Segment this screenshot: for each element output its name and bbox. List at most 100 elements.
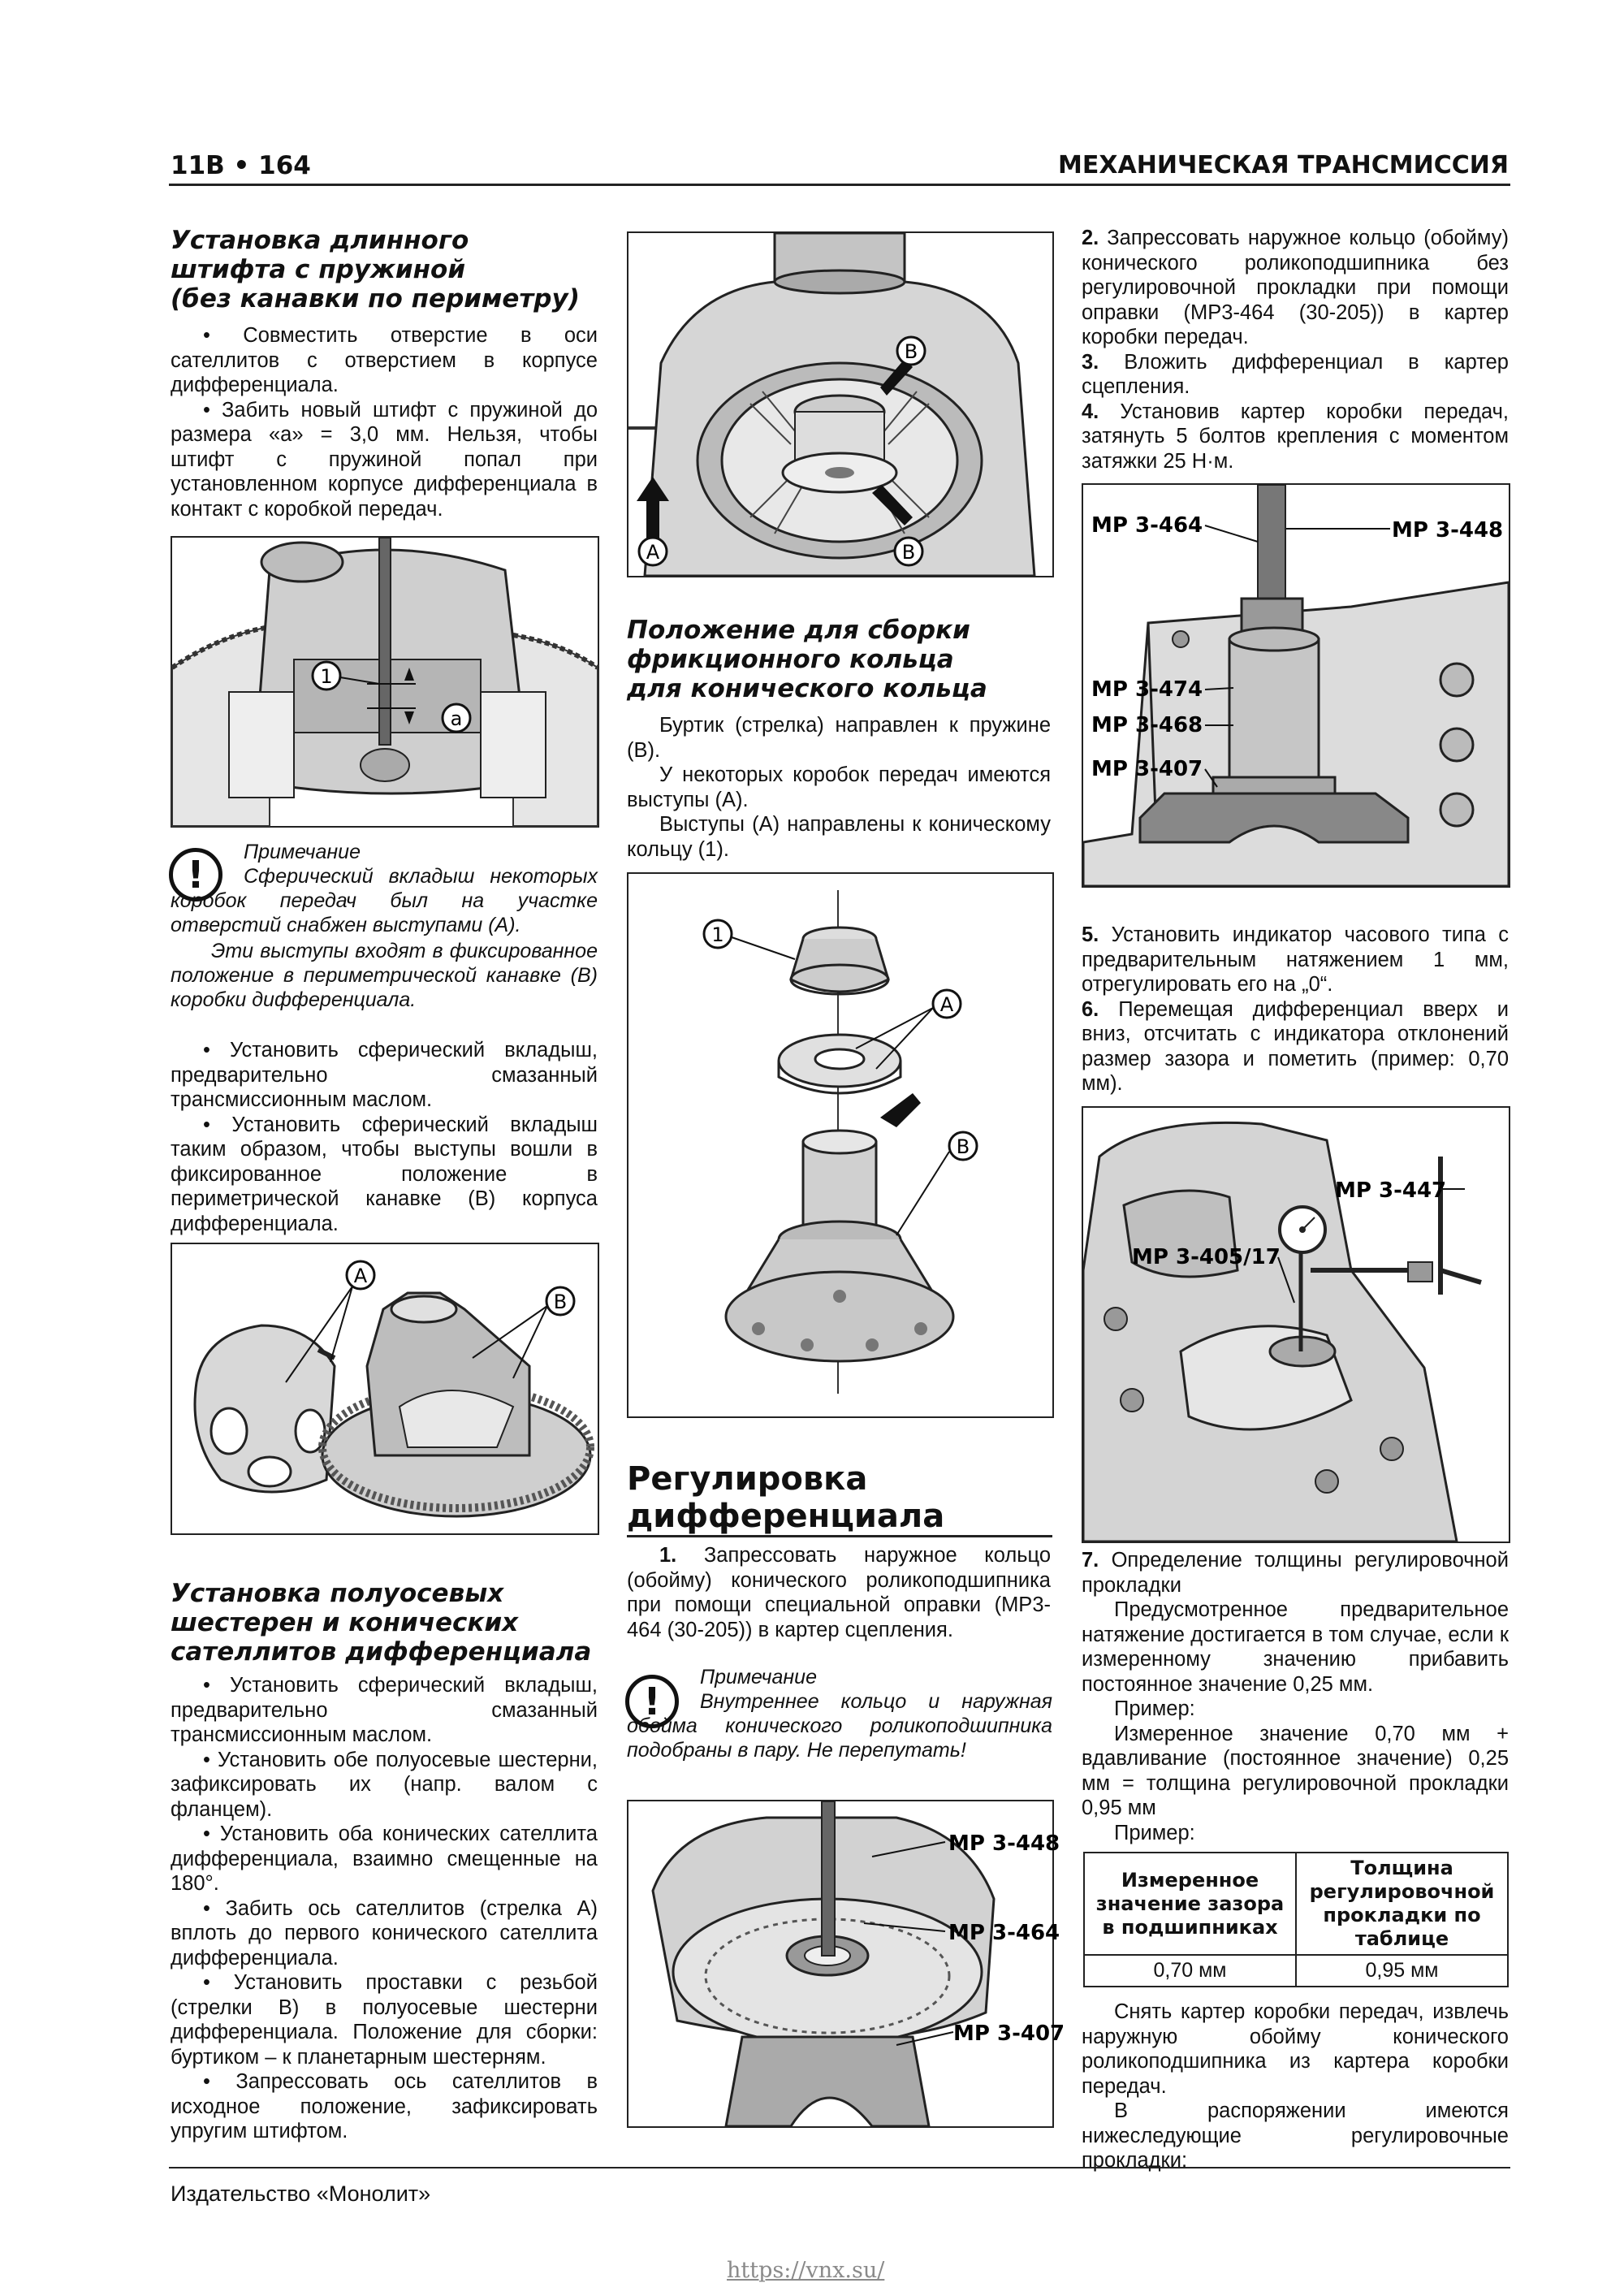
table-cell: 0,70 мм — [1083, 1954, 1297, 1987]
heading-line: (без канавки по периметру) — [171, 284, 580, 313]
note-title: Примечание — [700, 1666, 817, 1688]
callout-label: A — [646, 541, 660, 564]
bullet-paragraph: Установить сферический вкладыш таким обр… — [171, 1113, 598, 1237]
step-text: Запрессовать наружное кольцо (обойму) ко… — [1082, 227, 1509, 348]
text-block: Совместить отверстие в оси сателлитов с … — [171, 323, 598, 521]
page-number: 11В • 164 — [171, 151, 311, 180]
paragraph: У некоторых коробок передач имеются выст… — [627, 763, 1051, 811]
bullet-paragraph: Установить обе полуосевые шестерни, зафи… — [171, 1748, 598, 1823]
shim-table: Измеренное значение зазора в подшипниках… — [1083, 1852, 1509, 1987]
step-text: Запрессовать наружное кольцо (обойму) ко… — [627, 1544, 1051, 1641]
heading-differential-adjust: Регулировка дифференциала — [627, 1460, 1054, 1535]
section-title: МЕХАНИЧЕСКАЯ ТРАНСМИССИЯ — [1058, 151, 1509, 179]
table-cell: 0,95 мм — [1295, 1954, 1509, 1987]
heading-line: Установка длинного — [171, 226, 469, 255]
table-row: 0,70 мм 0,95 мм — [1083, 1954, 1509, 1987]
paragraph: Измеренное значение 0,70 мм + вдавливани… — [1082, 1722, 1509, 1820]
callout-label: a — [451, 707, 463, 730]
tool-label: MP 3-464 — [1091, 513, 1203, 538]
watermark-url[interactable]: https://vnx.su/ — [727, 2258, 885, 2283]
figure-friction-ring-parts: 1 A B — [627, 872, 1054, 1418]
paragraph: Снять картер коробки передач, извлечь на… — [1082, 2000, 1509, 2098]
tool-label: MP 3-447 — [1335, 1178, 1446, 1203]
callout-label: B — [902, 541, 915, 564]
heading-rule — [627, 1535, 1052, 1537]
tool-label: MP 3-464 — [948, 1921, 1060, 1945]
friction-ring-illustration: 1 A B — [702, 890, 978, 1394]
step-number: 2. — [1082, 227, 1099, 249]
note-title: Примечание — [244, 841, 361, 863]
note-body: Эти выступы входят в фиксированное полож… — [171, 940, 598, 1011]
step-text: Установить индикатор часового типа с пре… — [1082, 923, 1509, 996]
callout-label: B — [905, 340, 918, 363]
heading-line: штифта с пружиной — [171, 255, 466, 284]
heading-line: шестерен и конических — [171, 1608, 519, 1637]
step-number: 1. — [659, 1544, 677, 1567]
paragraph: Буртик (стрелка) направлен к пружине (В)… — [627, 714, 1051, 762]
warning-icon: ! — [625, 1675, 679, 1728]
bullet-paragraph: Установить проставки с резьбой (стрелки … — [171, 1970, 598, 2069]
warning-icon: ! — [169, 848, 222, 902]
heading-side-gears: Установка полуосевых шестерен и коническ… — [171, 1579, 598, 1667]
table-header: Измеренное значение зазора в подшипниках — [1083, 1852, 1297, 1956]
step-number: 3. — [1082, 350, 1099, 374]
paragraph: Предусмотренное предварительное натяжени… — [1082, 1598, 1509, 1696]
text-block: Установить сферический вкладыш, предвари… — [171, 1038, 598, 1236]
text-block: Снять картер коробки передач, извлечь на… — [1082, 2000, 1509, 2173]
text-block: Буртик (стрелка) направлен к пружине (В)… — [627, 713, 1051, 862]
tool-label: MP 3-468 — [1091, 713, 1203, 737]
gearbox-tools-illustration: MP 3-464 MP 3-448 MP 3-474 MP 3-468 MP 3… — [1082, 484, 1510, 888]
figure-spherical-insert: A B — [171, 1243, 599, 1535]
text-block: 2. Запрессовать наружное кольцо (обойму)… — [1082, 226, 1509, 473]
text-block: 7. Определение толщины регулировочной пр… — [1082, 1548, 1509, 1845]
step-text: Установив картер коробки передач, затяну… — [1082, 400, 1509, 473]
tool-label: MP 3-448 — [1392, 518, 1503, 543]
heading-line: Положение для сборки — [627, 616, 970, 645]
heading-friction-ring: Положение для сборки фрикционного кольца… — [627, 616, 1054, 703]
pin-illustration: 1 a — [171, 537, 599, 827]
figure-clutch-housing-press: MP 3-448 MP 3-464 MP 3-407 — [627, 1800, 1065, 2128]
insert-illustration: A B — [193, 1260, 594, 1518]
step-number: 4. — [1082, 400, 1099, 423]
tool-label: MP 3-407 — [953, 2021, 1065, 2046]
callout-label: 1 — [320, 665, 332, 688]
text-block: 1. Запрессовать наружное кольцо (обойму)… — [627, 1543, 1051, 1642]
note-body: Внутреннее кольцо и наружная обойма кони… — [627, 1690, 1052, 1762]
heading-line: для конического кольца — [627, 674, 987, 703]
paragraph: Пример: — [1114, 1821, 1195, 1844]
figure-differential-housing: B A B — [627, 231, 1054, 577]
heading-long-pin: Установка длинного штифта с пружиной (бе… — [171, 226, 593, 313]
figure-dial-indicator: MP 3-447 MP 3-405/17 — [1082, 1106, 1510, 1543]
heading-line: фрикционного кольца — [627, 645, 954, 674]
step-text: Определение толщины регулировочной прокл… — [1082, 1549, 1509, 1597]
step-number: 7. — [1082, 1549, 1099, 1572]
dial-indicator-illustration: MP 3-447 MP 3-405/17 — [1082, 1121, 1482, 1543]
footer-rule — [169, 2167, 1510, 2168]
tool-label: MP 3-407 — [1091, 757, 1203, 781]
paragraph: Пример: — [1114, 1697, 1195, 1720]
callout-label: B — [554, 1291, 567, 1313]
text-block: 5. Установить индикатор часового типа с … — [1082, 923, 1509, 1096]
figure-gearbox-tools: MP 3-464 MP 3-448 MP 3-474 MP 3-468 MP 3… — [1082, 483, 1510, 888]
tool-label: MP 3-405/17 — [1132, 1245, 1281, 1269]
text-block: Установить сферический вкладыш, предвари… — [171, 1673, 598, 2144]
tool-label: MP 3-448 — [948, 1831, 1060, 1856]
paragraph: Выступы (А) направлены к коническому кол… — [627, 813, 1051, 861]
step-text: Вложить дифференциал в картер сцепления. — [1082, 350, 1509, 399]
note-body: Сферический вкладыш некоторых коробок пе… — [171, 865, 598, 936]
step-number: 5. — [1082, 923, 1099, 946]
heading-line: Регулировка — [627, 1460, 868, 1498]
heading-line: сателлитов дифференциала — [171, 1637, 592, 1667]
bullet-paragraph: Забить новый штифт с пружиной до размера… — [171, 398, 598, 522]
callout-label: A — [354, 1265, 368, 1287]
step-text: Перемещая дифференциал вверх и вниз, отс… — [1082, 997, 1509, 1096]
paragraph: В распоряжении имеются нижеследующие рег… — [1082, 2099, 1509, 2172]
publisher: Издательство «Монолит» — [171, 2181, 431, 2206]
callout-label: 1 — [711, 923, 723, 946]
bullet-paragraph: Совместить отверстие в оси сателлитов с … — [171, 323, 598, 398]
table-header: Толщина регулировочной прокладки по табл… — [1295, 1852, 1509, 1956]
table-header-row: Измеренное значение зазора в подшипниках… — [1083, 1852, 1509, 1956]
figure-pin-installation: 1 a — [171, 536, 599, 828]
bullet-paragraph: Установить сферический вкладыш, предвари… — [171, 1038, 598, 1113]
differential-illustration: B A B — [628, 231, 1036, 577]
